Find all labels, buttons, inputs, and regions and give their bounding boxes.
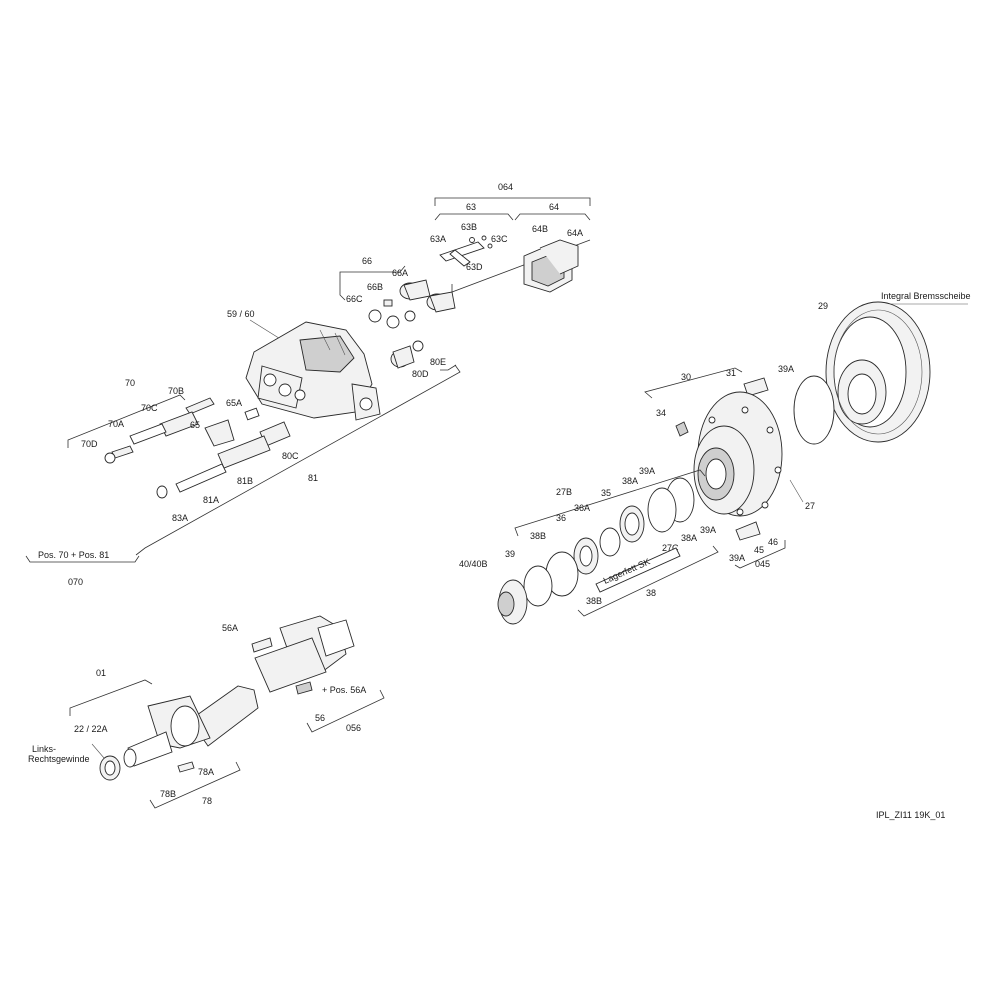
label-22-22A[interactable]: 22 / 22A	[74, 724, 108, 734]
label-35[interactable]: 35	[601, 488, 611, 498]
label-39A-b[interactable]: 39A	[639, 466, 655, 476]
brake-pads	[523, 239, 579, 293]
label-38[interactable]: 38	[646, 588, 656, 598]
axle-stub-056: 56A + Pos. 56A 56 056	[222, 615, 385, 733]
bolt-set-81	[156, 407, 291, 499]
label-64B[interactable]: 64B	[532, 224, 548, 234]
label-63C[interactable]: 63C	[491, 234, 508, 244]
label-78B[interactable]: 78B	[160, 789, 176, 799]
label-70[interactable]: 70	[125, 378, 135, 388]
label-39A-c[interactable]: 39A	[700, 525, 716, 535]
label-38B-b[interactable]: 38B	[586, 596, 602, 606]
label-38A-a[interactable]: 38A	[622, 476, 638, 486]
label-83A[interactable]: 83A	[172, 513, 188, 523]
label-30[interactable]: 30	[681, 372, 691, 382]
wheel-hub-group: 30 31 39A 34 27 39A 38A 27B 35 36A 36 38…	[459, 364, 835, 625]
label-78[interactable]: 78	[202, 796, 212, 806]
label-65[interactable]: 65	[190, 420, 200, 430]
pad-retaining-spring	[439, 235, 493, 267]
label-70A[interactable]: 70A	[108, 419, 124, 429]
label-40-40B[interactable]: 40/40B	[459, 559, 488, 569]
label-links[interactable]: Links-	[32, 744, 56, 754]
integral-brake-disc: 29 Integral Bremsscheibe	[818, 291, 971, 443]
label-27[interactable]: 27	[805, 501, 815, 511]
label-045[interactable]: 045	[755, 559, 770, 569]
label-63[interactable]: 63	[466, 202, 476, 212]
label-80E[interactable]: 80E	[430, 357, 446, 367]
label-pos-56A[interactable]: + Pos. 56A	[322, 685, 366, 695]
label-56[interactable]: 56	[315, 713, 325, 723]
label-rechtsgewinde[interactable]: Rechtsgewinde	[28, 754, 90, 764]
label-59-60[interactable]: 59 / 60	[227, 309, 255, 319]
label-integral-bremsscheibe[interactable]: Integral Bremsscheibe	[881, 291, 971, 301]
label-064[interactable]: 064	[498, 182, 513, 192]
label-78A[interactable]: 78A	[198, 767, 214, 777]
label-64A[interactable]: 64A	[567, 228, 583, 238]
label-65A[interactable]: 65A	[226, 398, 242, 408]
label-31[interactable]: 31	[726, 368, 736, 378]
group-66: 66 66A 66B 66C	[339, 256, 456, 329]
label-70B[interactable]: 70B	[168, 386, 184, 396]
label-70C[interactable]: 70C	[141, 403, 158, 413]
label-70D[interactable]: 70D	[81, 439, 98, 449]
label-29[interactable]: 29	[818, 301, 828, 311]
label-81A[interactable]: 81A	[203, 495, 219, 505]
label-38B-a[interactable]: 38B	[530, 531, 546, 541]
label-63D[interactable]: 63D	[466, 262, 483, 272]
label-36A[interactable]: 36A	[574, 503, 590, 513]
label-38A-b[interactable]: 38A	[681, 533, 697, 543]
label-36[interactable]: 36	[556, 513, 566, 523]
label-34[interactable]: 34	[656, 408, 666, 418]
footer-drawing-id: IPL_ZI11 19K_01	[876, 810, 945, 820]
label-056[interactable]: 056	[346, 723, 361, 733]
brake-caliper: 59 / 60 80E 80D	[227, 309, 457, 421]
label-27C[interactable]: 27C	[662, 543, 679, 553]
label-63B[interactable]: 63B	[461, 222, 477, 232]
label-64[interactable]: 64	[549, 202, 559, 212]
group-70-81: 70 70B 70C 70A 70D 65A 65 80C 81B 81A 83…	[25, 364, 461, 587]
label-80C[interactable]: 80C	[282, 451, 299, 461]
adjuster-boots	[368, 279, 456, 329]
guide-pin-set	[104, 397, 215, 464]
label-46[interactable]: 46	[768, 537, 778, 547]
label-39[interactable]: 39	[505, 549, 515, 559]
label-66A[interactable]: 66A	[392, 268, 408, 278]
label-pos-70-81[interactable]: Pos. 70 + Pos. 81	[38, 550, 109, 560]
label-45[interactable]: 45	[754, 545, 764, 555]
label-56A[interactable]: 56A	[222, 623, 238, 633]
label-66C[interactable]: 66C	[346, 294, 363, 304]
label-81B[interactable]: 81B	[237, 476, 253, 486]
group-064: 064 63 64 63A 63B 63C 63D 64B 64A	[430, 182, 591, 293]
label-63A[interactable]: 63A	[430, 234, 446, 244]
label-66[interactable]: 66	[362, 256, 372, 266]
label-39A-d[interactable]: 39A	[729, 553, 745, 563]
label-81[interactable]: 81	[308, 473, 318, 483]
label-80D[interactable]: 80D	[412, 369, 429, 379]
label-01[interactable]: 01	[96, 668, 106, 678]
label-27B[interactable]: 27B	[556, 487, 572, 497]
axle-tube-01: 01 22 / 22A Links- Rechtsgewinde 78A 78B…	[28, 668, 259, 809]
label-39A-a[interactable]: 39A	[778, 364, 794, 374]
label-070[interactable]: 070	[68, 577, 83, 587]
label-66B[interactable]: 66B	[367, 282, 383, 292]
